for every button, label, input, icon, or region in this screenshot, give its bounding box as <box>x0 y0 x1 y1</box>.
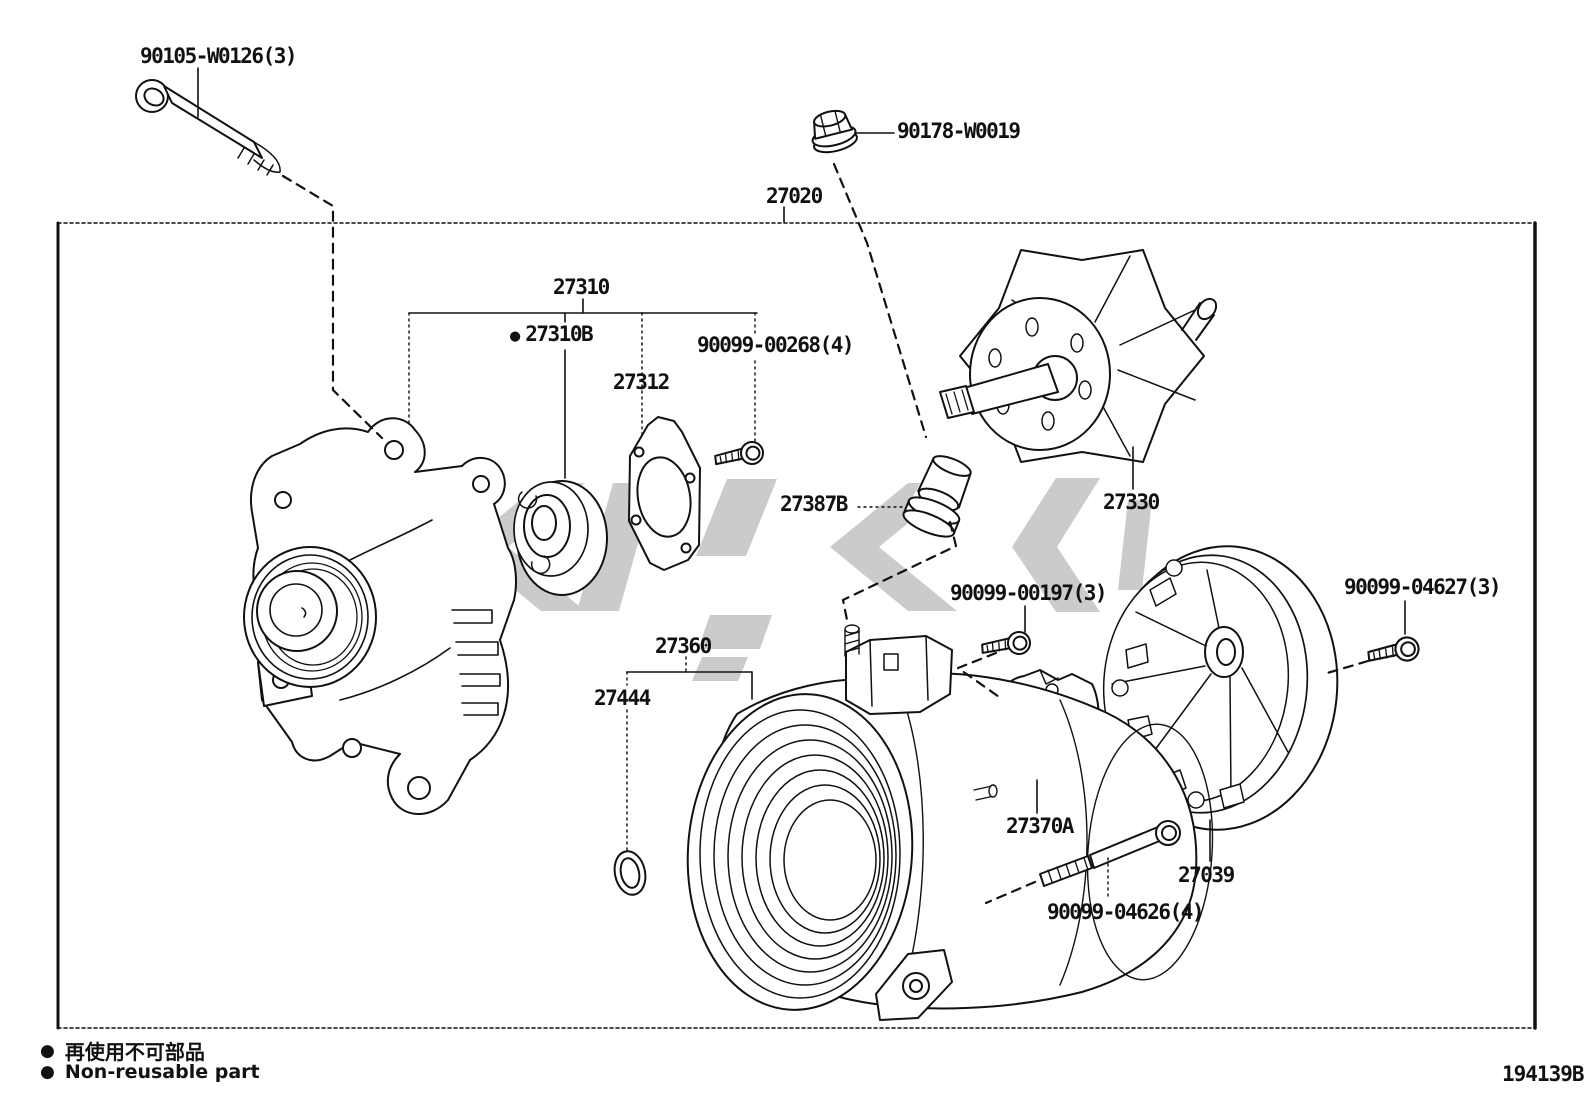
legend-non-reusable-en: ● Non-reusable part <box>40 1061 260 1083</box>
legend-jp-text: 再使用不可部品 <box>64 1040 205 1064</box>
screw-90099-00268-drawing <box>714 441 764 466</box>
screw-90099-04627-drawing <box>1367 636 1420 662</box>
terminal-nut-90178-drawing <box>811 109 858 154</box>
part-label-90099-04626: 90099-04626(4) <box>1047 900 1205 924</box>
part-label-90099-00197: 90099-00197(3) <box>950 581 1108 605</box>
screw-90099-00197-drawing <box>981 631 1031 655</box>
leader-lines-dashed <box>281 162 1370 905</box>
part-label-27020: 27020 <box>766 184 823 208</box>
part-label-90105-W0126: 90105-W0126(3) <box>140 44 298 68</box>
part-label-27310B: ●27310B <box>510 322 594 346</box>
part-label-27387B: 27387B <box>780 492 848 516</box>
legend-non-reusable-jp: ● 再使用不可部品 <box>40 1036 205 1065</box>
terminal-stud <box>844 624 860 657</box>
leader-lines-solid <box>197 67 1406 862</box>
non-reusable-bullet-icon: ● <box>510 326 521 346</box>
part-label-27360: 27360 <box>655 634 712 658</box>
front-bracket-pulley-drawing <box>243 417 517 815</box>
bearing-27310B-drawing <box>513 480 608 596</box>
stator-housing-27360-drawing <box>686 624 1214 1021</box>
part-label-27330: 27330 <box>1103 490 1160 514</box>
oring-27444-drawing <box>613 850 647 896</box>
part-label-27370A: 27370A <box>1006 814 1074 838</box>
leader-lines-dotted <box>408 312 1109 900</box>
non-reusable-bullet-icon: ● <box>40 1040 55 1061</box>
diagram-border-box <box>56 221 1537 1030</box>
part-label-90178-W0019: 90178-W0019 <box>897 119 1021 143</box>
part-label-90099-04627: 90099-04627(3) <box>1344 575 1502 599</box>
bearing-retainer-27312-drawing <box>628 416 701 571</box>
part-label-90099-00268: 90099-00268(4) <box>697 333 855 357</box>
non-reusable-bullet-icon: ● <box>40 1062 55 1082</box>
through-bolt-90105-drawing <box>135 79 281 176</box>
rotor-27330-drawing <box>939 249 1218 463</box>
part-label-27039: 27039 <box>1178 863 1235 887</box>
part-label-27444: 27444 <box>594 686 651 710</box>
legend-en-text: Non-reusable part <box>64 1061 260 1083</box>
slip-ring-27387B-drawing <box>902 455 972 538</box>
figure-code: 194139B <box>1502 1062 1585 1086</box>
part-label-27310: 27310 <box>553 275 610 299</box>
part-label-27312: 27312 <box>613 370 670 394</box>
